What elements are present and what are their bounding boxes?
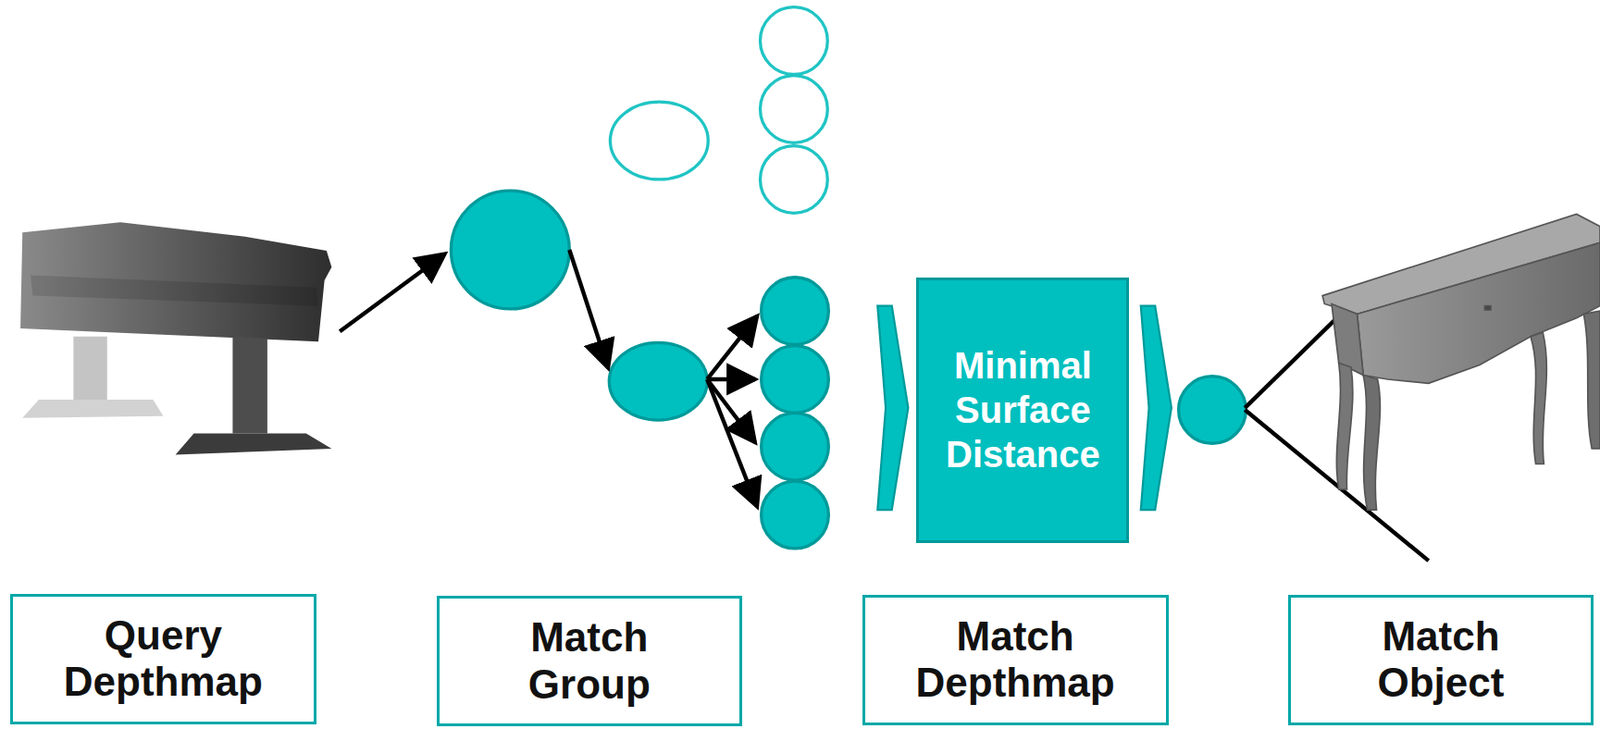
group-tree — [450, 7, 1246, 549]
process-box: Minimal Surface Distance — [916, 277, 1129, 544]
label-box: Match Object — [1288, 595, 1595, 726]
desk-model — [1322, 213, 1600, 510]
node-label: Match Object — [1331, 613, 1550, 707]
node-label: Query Depthmap — [54, 612, 273, 707]
tree-arrows — [339, 249, 757, 508]
label-box: Match Depthmap — [862, 595, 1169, 726]
label-box: Match Group — [436, 595, 743, 727]
depthmap-table — [20, 222, 332, 455]
label-box: Query Depthmap — [10, 594, 317, 725]
node-label: Minimal Surface Distance — [930, 343, 1116, 477]
node-label: Match Depthmap — [906, 613, 1125, 707]
node-label: Match Group — [480, 614, 698, 708]
